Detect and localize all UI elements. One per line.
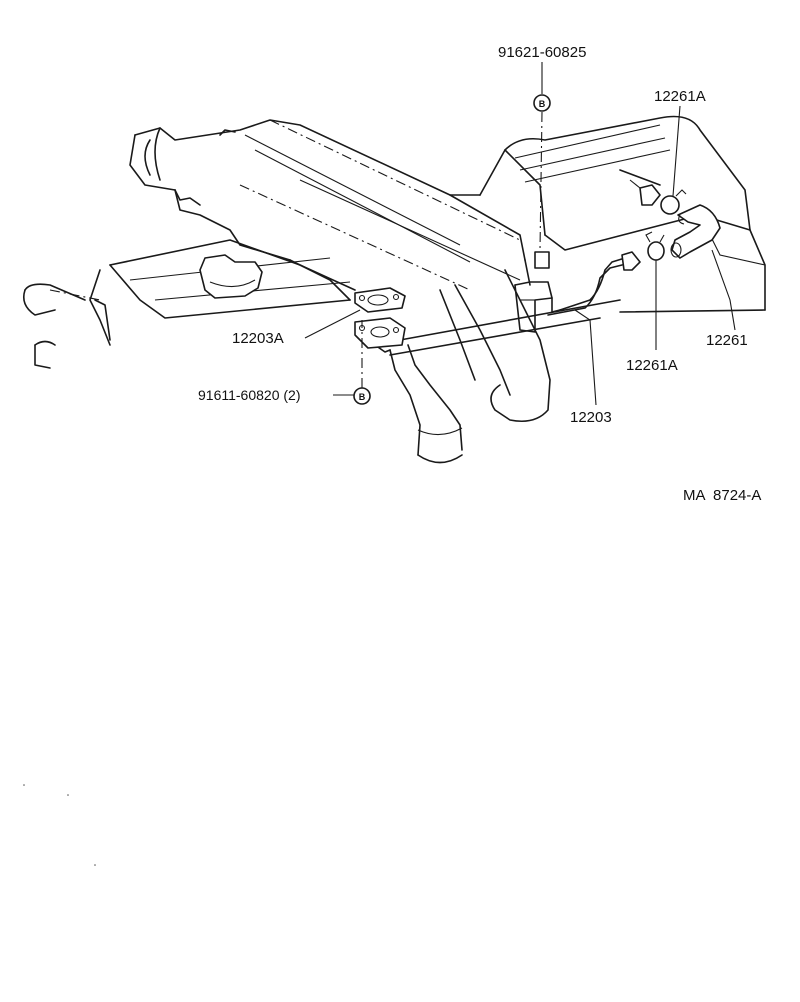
label-pipe: 12203 — [570, 409, 612, 426]
valve-cover — [449, 115, 766, 313]
nipple-fitting — [629, 179, 661, 206]
leader-gasket — [304, 309, 361, 339]
label-clamp-upper: 12261A — [654, 88, 706, 105]
scan-speck — [67, 794, 69, 796]
label-bolt-top: 91621-60825 — [498, 44, 586, 61]
hose-12261 — [670, 204, 721, 259]
leader-hose — [711, 249, 736, 331]
callout-b-lower: B — [353, 387, 371, 405]
leader-pipe — [574, 309, 597, 406]
gasket-12203A — [354, 287, 406, 313]
clamp-upper — [660, 189, 687, 215]
figure-code: MA 8724-A — [683, 487, 761, 504]
label-clamp-lower: 12261A — [626, 357, 678, 374]
callout-b-top: B — [533, 94, 551, 112]
engine-base — [22, 239, 621, 369]
clamp-lower — [645, 231, 665, 261]
scan-speck — [23, 784, 25, 786]
intake-manifold — [129, 119, 551, 423]
pipe-bracket — [514, 281, 561, 333]
label-gasket: 12203A — [232, 330, 284, 347]
leader-clamp-upper — [672, 105, 681, 197]
label-hose: 12261 — [706, 332, 748, 349]
bolt-top-leader — [539, 111, 543, 251]
scan-speck — [94, 864, 96, 866]
label-bolt-lower: 91611-60820 (2) — [198, 387, 300, 403]
svg-text:B: B — [359, 392, 366, 402]
svg-text:B: B — [539, 99, 546, 109]
bypass-pipe — [547, 251, 641, 316]
